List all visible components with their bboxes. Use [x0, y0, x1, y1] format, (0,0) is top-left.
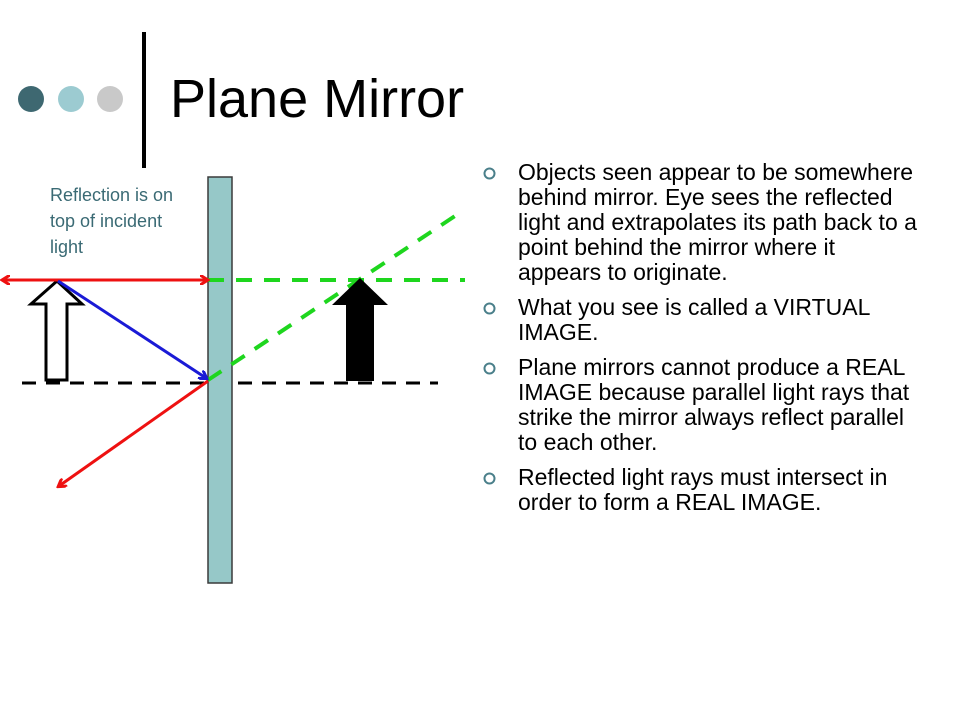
plane-mirror-diagram — [0, 176, 465, 584]
bullet-item: What you see is called a VIRTUAL IMAGE. — [480, 295, 920, 345]
bullet-item: Objects seen appear to be somewhere behi… — [480, 160, 920, 285]
decoration-dot — [18, 86, 44, 112]
incident-ray-diagonal — [57, 279, 206, 378]
reflected-ray-diagonal — [59, 379, 209, 486]
decoration-dot — [97, 86, 123, 112]
image-arrow-icon — [332, 278, 388, 381]
bullet-list: Objects seen appear to be somewhere behi… — [480, 160, 920, 525]
bullet-item: Plane mirrors cannot produce a REAL IMAG… — [480, 355, 920, 455]
bullet-text: Plane mirrors cannot produce a REAL IMAG… — [518, 354, 910, 455]
bullet-item: Reflected light rays must intersect in o… — [480, 465, 920, 515]
ring-bullet-icon — [483, 362, 496, 375]
slide-title: Plane Mirror — [170, 69, 465, 129]
plane-mirror-icon — [207, 176, 233, 584]
bullet-text: Objects seen appear to be somewhere behi… — [518, 159, 917, 285]
decoration-dot — [58, 86, 84, 112]
ring-bullet-icon — [483, 302, 496, 315]
bullet-text: What you see is called a VIRTUAL IMAGE. — [518, 294, 870, 345]
bullet-text: Reflected light rays must intersect in o… — [518, 464, 888, 515]
title-decoration — [14, 86, 124, 116]
object-arrow-icon — [27, 278, 86, 382]
virtual-extension-diagonal — [206, 212, 460, 382]
diagram-annotation: Reflection is on top of incident light — [50, 185, 174, 257]
ring-bullet-icon — [483, 472, 496, 485]
title-divider — [142, 32, 146, 168]
ring-bullet-icon — [483, 167, 496, 180]
